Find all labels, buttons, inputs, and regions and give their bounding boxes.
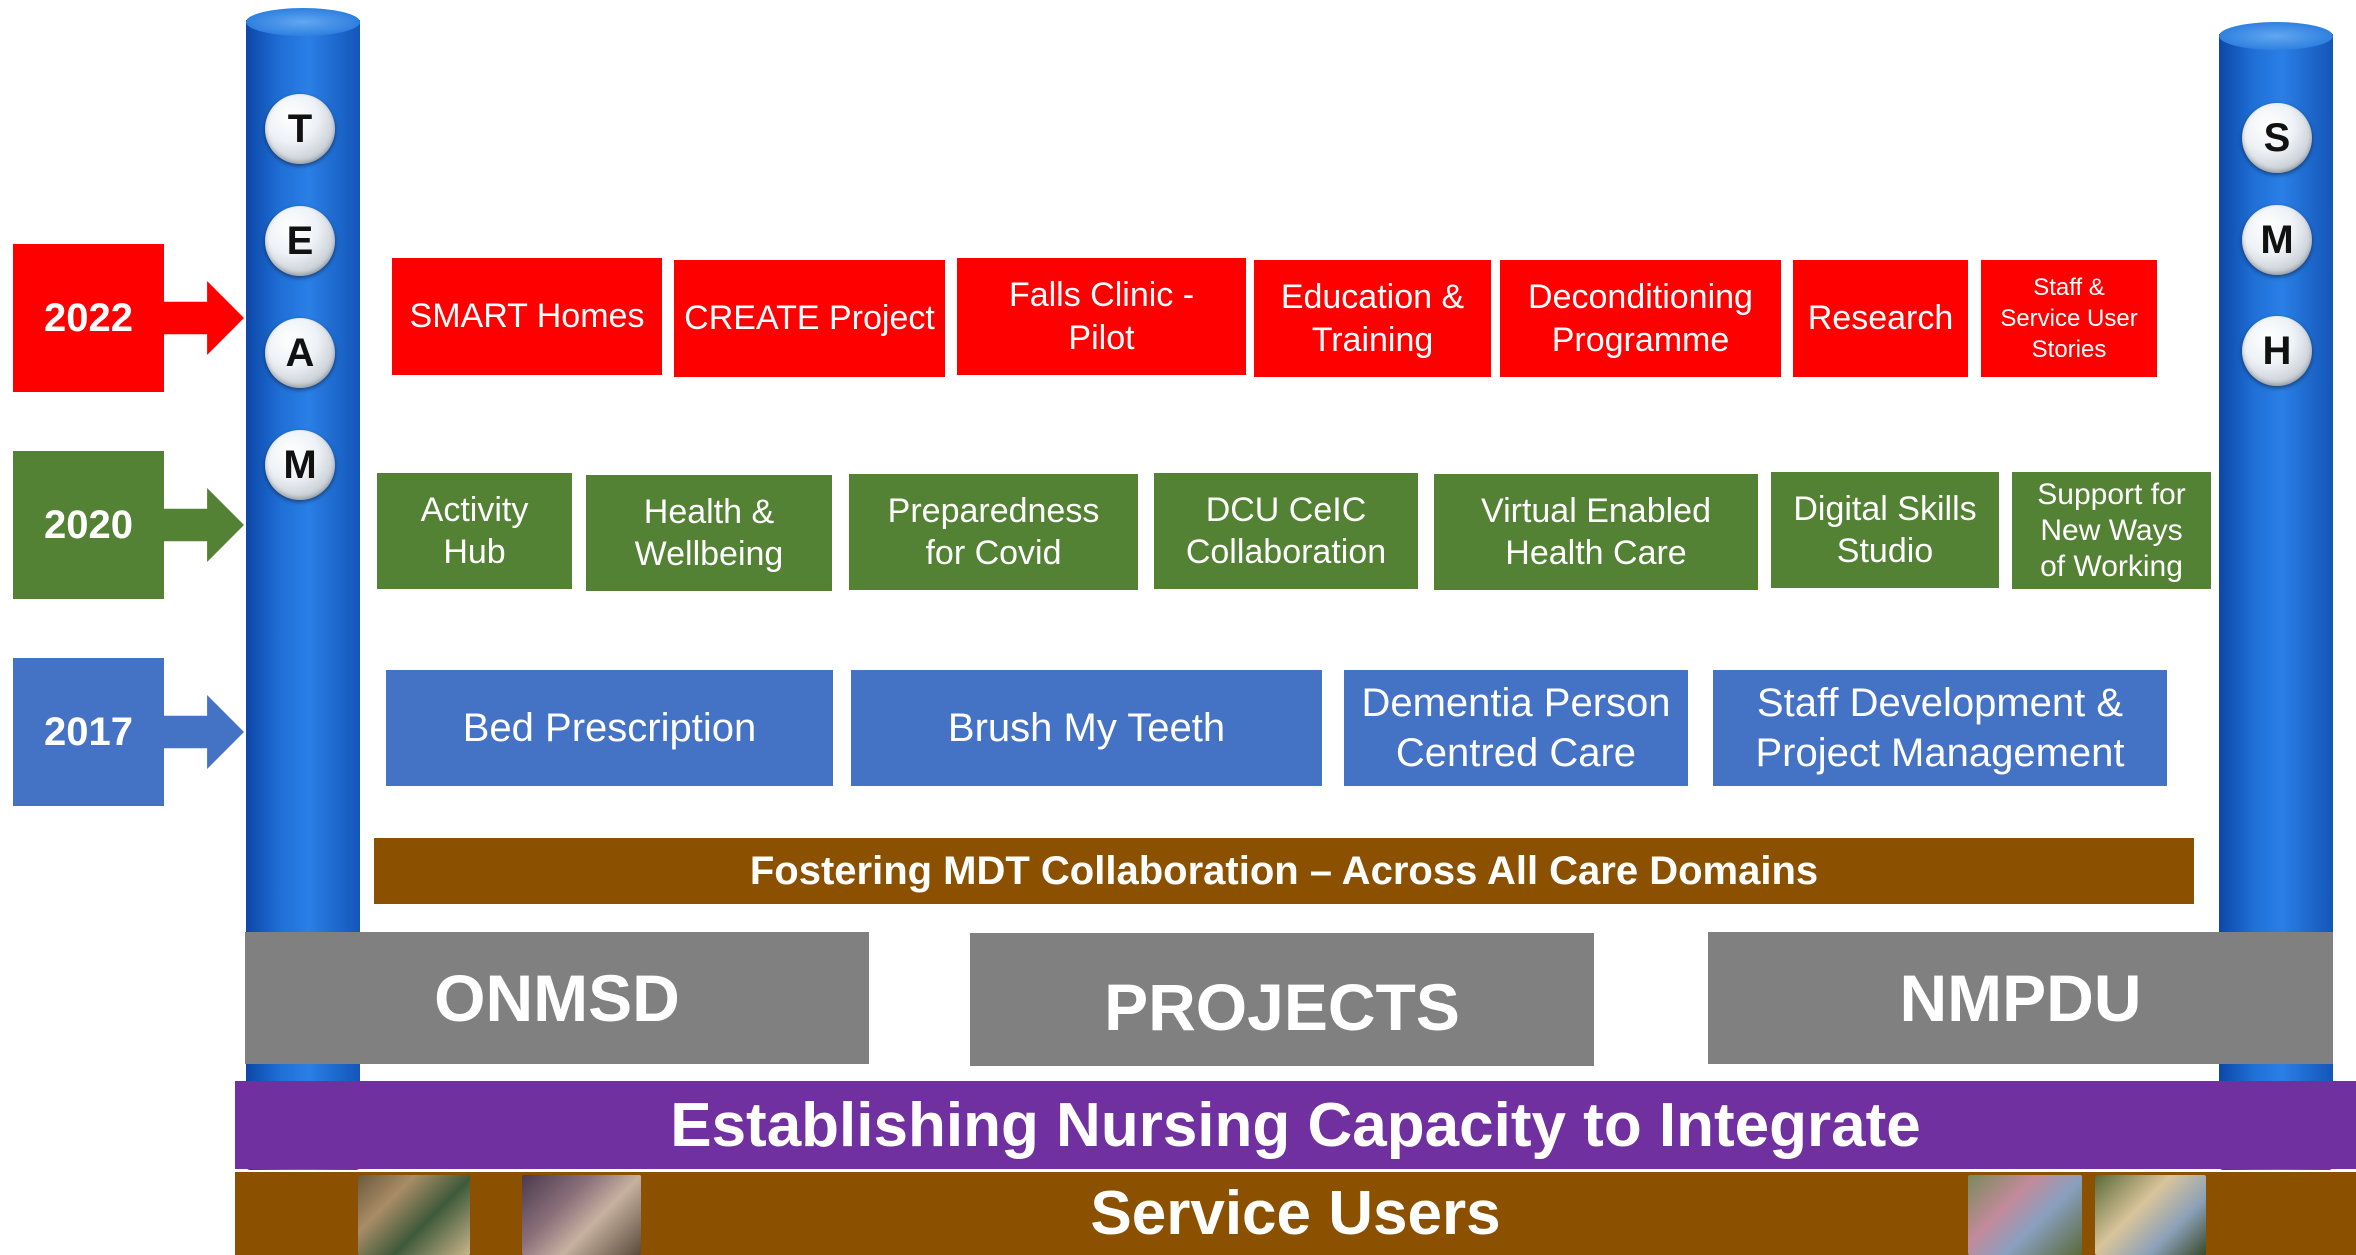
base-nmpdu: NMPDU <box>1708 932 2333 1064</box>
smh-letter-h: H <box>2242 316 2312 386</box>
box-preparedness-covid: Preparedness for Covid <box>849 474 1138 590</box>
box-health-wellbeing: Health & Wellbeing <box>586 475 832 591</box>
team-letter-m: M <box>265 430 335 500</box>
service-user-photo-4 <box>2095 1175 2206 1255</box>
capacity-banner: Establishing Nursing Capacity to Integra… <box>235 1081 2356 1169</box>
box-deconditioning: Deconditioning Programme <box>1500 260 1781 377</box>
smh-letter-m: M <box>2242 205 2312 275</box>
box-digital-skills: Digital Skills Studio <box>1771 472 1999 588</box>
team-letter-a: A <box>265 318 335 388</box>
team-pillar-cap <box>246 8 360 36</box>
smh-pillar-cap <box>2219 22 2333 50</box>
box-dementia-care: Dementia Person Centred Care <box>1344 670 1688 786</box>
box-new-ways-working: Support for New Ways of Working <box>2012 472 2211 589</box>
year-2022-arrow <box>162 281 244 355</box>
box-staff-stories: Staff & Service User Stories <box>1981 260 2157 377</box>
box-activity-hub: Activity Hub <box>377 473 572 589</box>
box-falls-clinic: Falls Clinic - Pilot <box>957 258 1246 375</box>
box-education-training: Education & Training <box>1254 260 1491 377</box>
box-virtual-health-care: Virtual Enabled Health Care <box>1434 474 1758 590</box>
box-staff-development: Staff Development & Project Management <box>1713 670 2167 786</box>
year-2017-arrow <box>162 695 244 769</box>
year-2022-label: 2022 <box>13 244 164 392</box>
team-letter-t: T <box>265 94 335 164</box>
box-create-project: CREATE Project <box>674 260 945 377</box>
year-2017-label: 2017 <box>13 658 164 806</box>
box-research: Research <box>1793 260 1968 377</box>
team-letter-e: E <box>265 206 335 276</box>
box-smart-homes: SMART Homes <box>392 258 662 375</box>
year-2020-arrow <box>162 488 244 562</box>
service-user-photo-2 <box>522 1175 641 1255</box>
year-2020-label: 2020 <box>13 451 164 599</box>
box-dcu-ceic: DCU CeIC Collaboration <box>1154 473 1418 589</box>
service-user-photo-1 <box>358 1175 470 1255</box>
base-projects: PROJECTS <box>970 933 1594 1066</box>
smh-letter-s: S <box>2242 103 2312 173</box>
box-bed-prescription: Bed Prescription <box>386 670 833 786</box>
mdt-collaboration-banner: Fostering MDT Collaboration – Across All… <box>374 838 2194 904</box>
service-user-photo-3 <box>1968 1175 2082 1255</box>
base-onmsd: ONMSD <box>245 932 869 1064</box>
box-brush-my-teeth: Brush My Teeth <box>851 670 1322 786</box>
